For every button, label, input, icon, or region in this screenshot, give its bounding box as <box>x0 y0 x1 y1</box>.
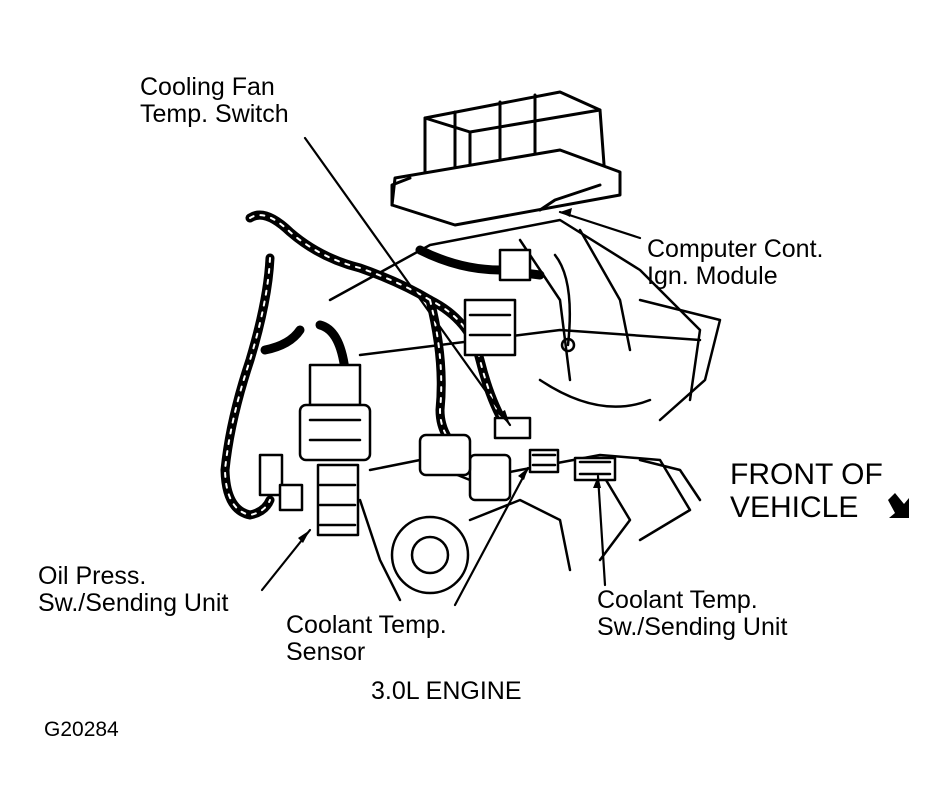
engine-block-drawing <box>328 218 722 602</box>
label-oil-press: Oil Press. Sw./Sending Unit <box>38 562 229 617</box>
oil-pressure-sensor-drawing <box>258 363 372 537</box>
leader-coolant-switch <box>596 474 607 587</box>
leader-arrowheads <box>298 208 601 543</box>
label-coolant-switch: Coolant Temp. Sw./Sending Unit <box>597 586 788 641</box>
leader-coolant-sensor <box>453 466 530 607</box>
coolant-sensors-drawing <box>418 248 652 502</box>
leader-cooling-fan-switch <box>303 136 512 427</box>
arrow-down-right-icon <box>888 493 909 518</box>
label-cooling-fan-switch: Cooling Fan Temp. Switch <box>140 73 289 128</box>
diagram-title: 3.0L ENGINE <box>371 677 522 705</box>
leader-computer-module <box>558 210 642 240</box>
wiring-harness-stripes <box>224 214 506 516</box>
engine-illustration <box>220 90 722 607</box>
figure-code: G20284 <box>44 718 119 741</box>
label-coolant-sensor: Coolant Temp. Sensor <box>286 611 447 666</box>
computer-module-drawing <box>390 90 622 227</box>
label-computer-module: Computer Cont. Ign. Module <box>647 235 824 290</box>
label-front-of-vehicle: FRONT OF VEHICLE <box>730 458 883 524</box>
